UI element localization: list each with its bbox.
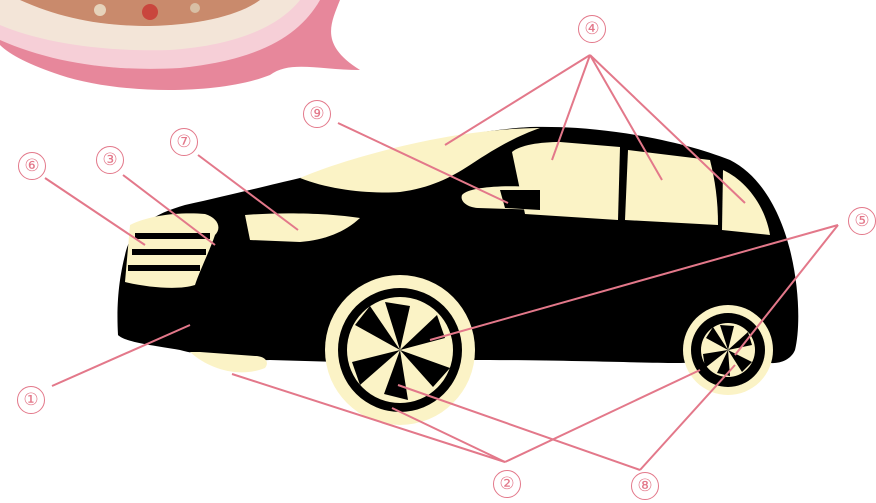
food-bowl-illustration: [0, 0, 360, 90]
callout-2: ②: [493, 470, 521, 498]
callout-5: ⑤: [848, 207, 876, 235]
rear-wheel: [683, 305, 773, 395]
mid-window: [625, 150, 718, 225]
callout-4: ④: [578, 15, 606, 43]
front-wheel: [325, 275, 475, 425]
callout-1: ①: [17, 386, 45, 414]
callout-8: ⑧: [631, 472, 659, 500]
callout-6: ⑥: [18, 152, 46, 180]
callout-9: ⑨: [303, 100, 331, 128]
callout-3: ③: [96, 146, 124, 174]
callout-7: ⑦: [170, 128, 198, 156]
